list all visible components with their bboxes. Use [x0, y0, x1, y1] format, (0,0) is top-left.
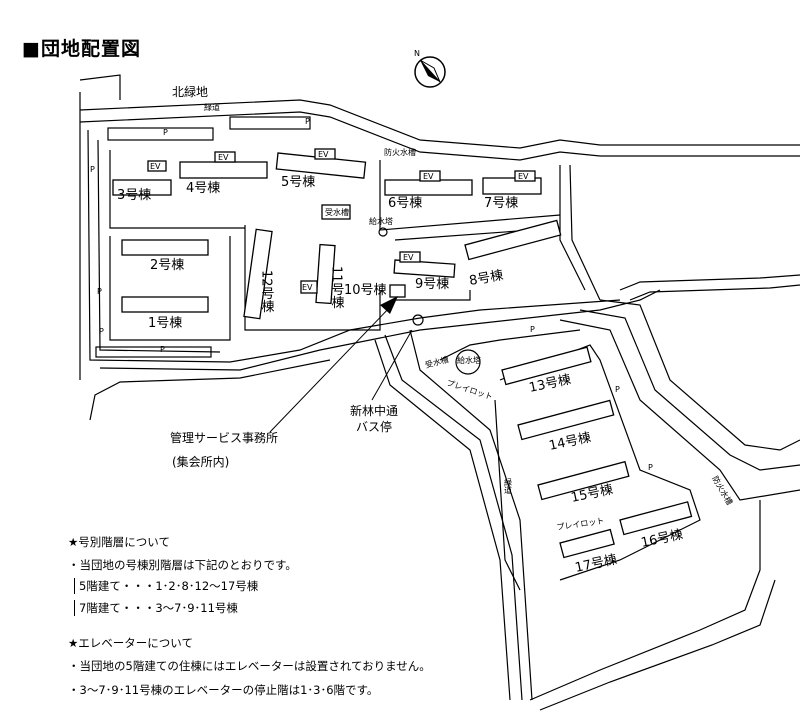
- ev-label: EV: [318, 150, 329, 159]
- building-15: [537, 460, 630, 501]
- building-14: [517, 399, 615, 441]
- label-b4: 4号棟: [186, 181, 220, 196]
- compass-label: N: [414, 49, 420, 58]
- ev-label: EV: [403, 253, 414, 262]
- label-b3: 3号棟: [117, 188, 151, 203]
- building-2: [121, 239, 209, 256]
- label-b16: 16号棟: [640, 527, 685, 551]
- ev-label: EV: [518, 172, 529, 181]
- floors-heading: ★号別階層について: [68, 535, 170, 549]
- water-tower-label-2: 給水塔: [457, 355, 481, 365]
- label-b10: 10号棟: [344, 283, 387, 298]
- water-tank-label-2: 受水槽: [424, 354, 450, 370]
- building-7: [482, 177, 542, 195]
- ev-label: EV: [423, 172, 434, 181]
- label-b17: 17号棟: [574, 552, 619, 576]
- parking-label: P: [90, 165, 95, 174]
- label-b8: 8号棟: [468, 268, 504, 289]
- floors-intro: ・当団地の号棟別階層は下記のとおりです。: [68, 558, 297, 572]
- office-label-2: (集会所内): [172, 454, 229, 469]
- elevator-heading: ★エレベーターについて: [68, 636, 193, 650]
- building-8: [464, 219, 562, 261]
- parking-label: P: [530, 325, 535, 334]
- building-1: [121, 296, 209, 313]
- bus-stop-label: 新林中通: [350, 403, 398, 418]
- parking-label: P: [97, 287, 102, 296]
- ev-label: EV: [218, 153, 229, 162]
- building-13: [501, 346, 592, 386]
- fire-tank-label-2: 防火水槽: [710, 474, 735, 507]
- elevators: EV EV EV EV EV EV EV: [147, 148, 536, 294]
- elevator-note-1: ・当団地の5階建ての住棟にはエレベーターは設置されておりません。: [68, 659, 431, 673]
- ev-label: EV: [302, 283, 313, 292]
- building-16: [619, 501, 693, 536]
- elevator-note-2: ・3～7･9･11号棟のエレベーターの停止階は1･3･6階です。: [68, 683, 379, 697]
- label-b5: 5号棟: [281, 175, 315, 190]
- label-b2: 2号棟: [150, 258, 184, 273]
- fire-tank-label: 防火水槽: [384, 147, 416, 157]
- parking-label: P: [648, 463, 653, 472]
- page-title: ■団地配置図: [22, 38, 141, 60]
- office-arrow-icon: [380, 296, 398, 314]
- building-6: [384, 179, 473, 196]
- label-b9: 9号棟: [415, 277, 449, 292]
- north-arrow-icon: N: [414, 49, 446, 88]
- building-3: [112, 179, 172, 196]
- building-10: [389, 284, 406, 298]
- greenway-label: 緑道: [204, 102, 220, 112]
- label-b7: 7号棟: [484, 196, 518, 211]
- parking-label: P: [615, 385, 620, 394]
- water-tower-label: 給水塔: [369, 216, 393, 226]
- greenway-label-2: 緑道: [504, 477, 513, 495]
- floors-5: 5階建て・・・1･2･8･12～17号棟: [74, 578, 258, 594]
- callouts: 新林中通 バス停 管理サービス事務所 (集会所内): [170, 296, 413, 469]
- bus-stop-label-2: バス停: [356, 419, 392, 434]
- building-17: [559, 528, 615, 559]
- buildings: [112, 152, 693, 559]
- parking-label: P: [99, 327, 104, 336]
- playlot-label-2: プレイロット: [556, 516, 605, 532]
- parking-label: P: [160, 345, 165, 354]
- parking-label: P: [305, 117, 310, 126]
- label-b1: 1号棟: [148, 316, 182, 331]
- north-green-label: 北緑地: [172, 84, 208, 99]
- label-b6: 6号棟: [388, 196, 422, 211]
- floors-7: 7階建て・・・3～7･9･11号棟: [74, 600, 238, 616]
- water-tank-label: 受水槽: [325, 207, 349, 217]
- label-b12: 12号棟: [259, 270, 275, 313]
- label-b14: 14号棟: [548, 430, 593, 454]
- building-4: [179, 161, 268, 179]
- building-11: [315, 243, 336, 305]
- parking-label: P: [163, 128, 168, 137]
- roads: [79, 74, 800, 711]
- label-b11: 11号棟: [329, 266, 345, 309]
- ev-label: EV: [150, 162, 161, 171]
- building-9: [393, 259, 456, 278]
- water-tank: [321, 204, 351, 220]
- bus-stop-icon: [412, 314, 424, 326]
- building-12: [243, 228, 273, 320]
- office-label: 管理サービス事務所: [170, 430, 278, 445]
